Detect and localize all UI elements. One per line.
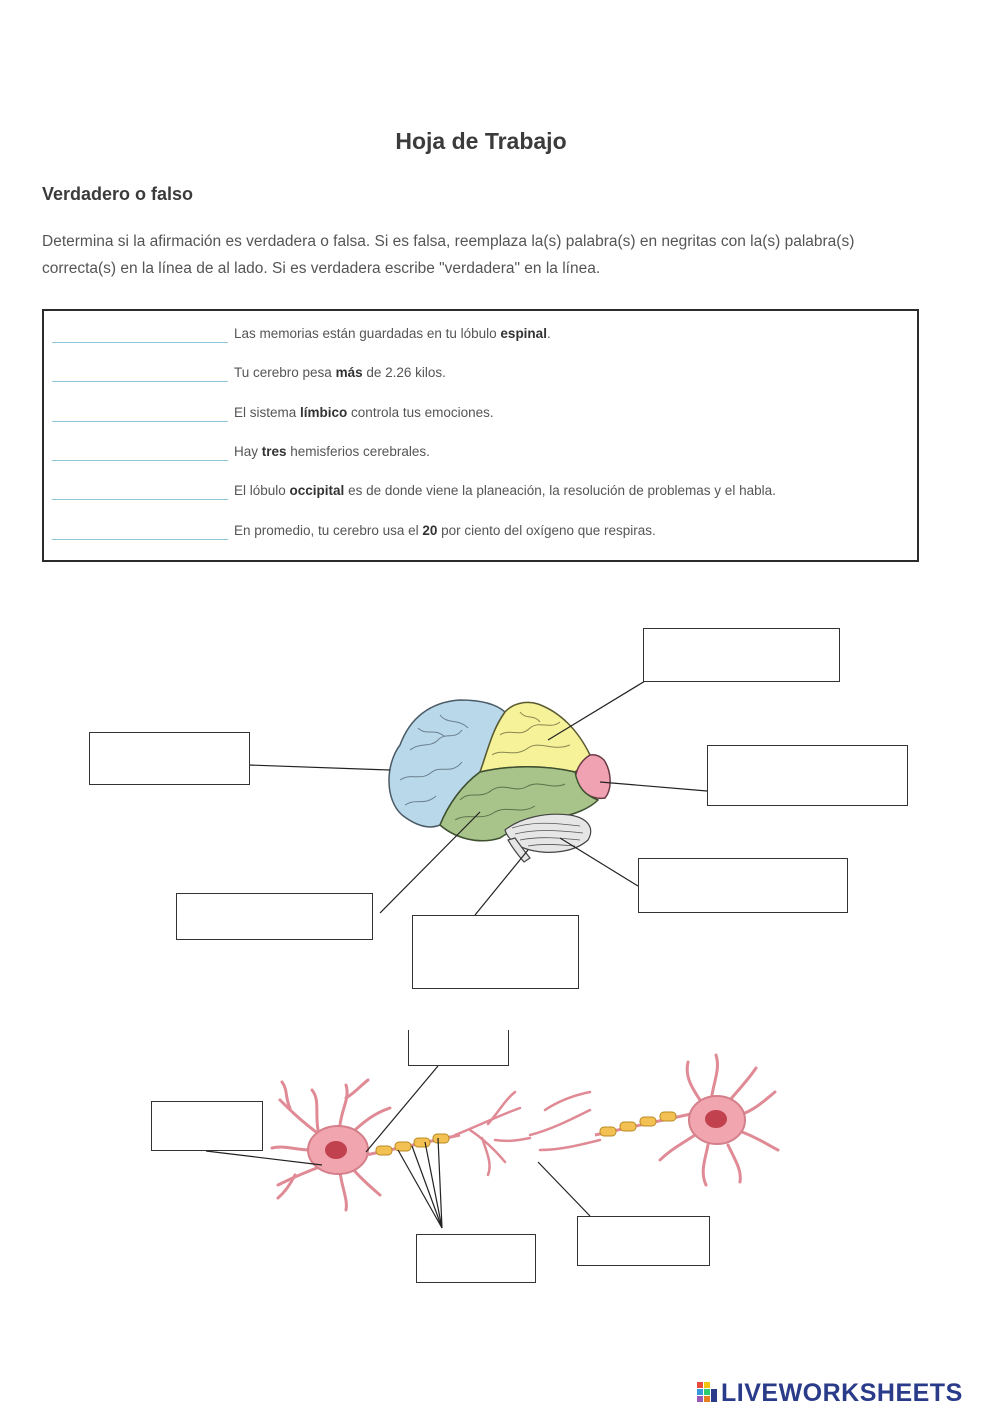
neuron-label-box-dendrite[interactable] xyxy=(577,1216,710,1266)
brain-label-box-parietal[interactable] xyxy=(643,628,840,682)
answer-input-3[interactable] xyxy=(52,399,228,422)
brain-label-box-cerebellum[interactable] xyxy=(638,858,848,913)
statement-text: Tu cerebro pesa más de 2.26 kilos. xyxy=(234,365,446,380)
statement-text: El lóbulo occipital es de donde viene la… xyxy=(234,483,776,498)
page-title: Hoja de Trabajo xyxy=(395,128,567,154)
liveworksheets-logo: LIVEWORKSHEETS xyxy=(697,1379,963,1408)
neuron-illustration xyxy=(205,1053,780,1229)
answer-input-4[interactable] xyxy=(52,438,228,461)
neuron-label-box-cell-body[interactable] xyxy=(151,1101,263,1151)
statement-row: Tu cerebro pesa más de 2.26 kilos. xyxy=(52,358,446,382)
answer-input-2[interactable] xyxy=(52,359,228,382)
left-neuron-nucleus xyxy=(325,1141,347,1159)
statement-row: El sistema límbico controla tus emocione… xyxy=(52,398,494,422)
right-neuron-nucleus xyxy=(705,1110,727,1128)
statement-text: El sistema límbico controla tus emocione… xyxy=(234,405,494,420)
liveworksheets-logo-icon xyxy=(697,1381,719,1406)
answer-input-5[interactable] xyxy=(52,477,228,500)
brain-stem xyxy=(507,837,531,863)
statement-row: En promedio, tu cerebro usa el 20 por ci… xyxy=(52,516,656,540)
section-subtitle: Verdadero o falso xyxy=(42,184,194,204)
brain-label-box-occipital[interactable] xyxy=(707,745,908,806)
statement-text: Las memorias están guardadas en tu lóbul… xyxy=(234,326,551,341)
brain-label-box-temporal[interactable] xyxy=(176,893,373,940)
answer-input-1[interactable] xyxy=(52,320,228,343)
answer-input-6[interactable] xyxy=(52,517,228,540)
statement-text: Hay tres hemisferios cerebrales. xyxy=(234,444,430,459)
statement-row: Las memorias están guardadas en tu lóbul… xyxy=(52,319,551,343)
liveworksheets-logo-text: LIVEWORKSHEETS xyxy=(721,1379,963,1407)
statement-text: En promedio, tu cerebro usa el 20 por ci… xyxy=(234,523,656,538)
true-false-box: Las memorias están guardadas en tu lóbul… xyxy=(42,309,919,562)
brain-occipital-lobe xyxy=(574,754,611,800)
neuron-label-box-myelin[interactable] xyxy=(416,1234,536,1283)
brain-illustration xyxy=(248,677,708,916)
brain-label-box-brainstem[interactable] xyxy=(412,915,579,989)
neuron-label-box-axon[interactable] xyxy=(408,1030,509,1066)
instructions-text: Determina si la afirmación es verdadera … xyxy=(42,233,855,277)
statement-row: Hay tres hemisferios cerebrales. xyxy=(52,437,430,461)
statement-row: El lóbulo occipital es de donde viene la… xyxy=(52,476,776,500)
brain-label-box-frontal[interactable] xyxy=(89,732,250,785)
